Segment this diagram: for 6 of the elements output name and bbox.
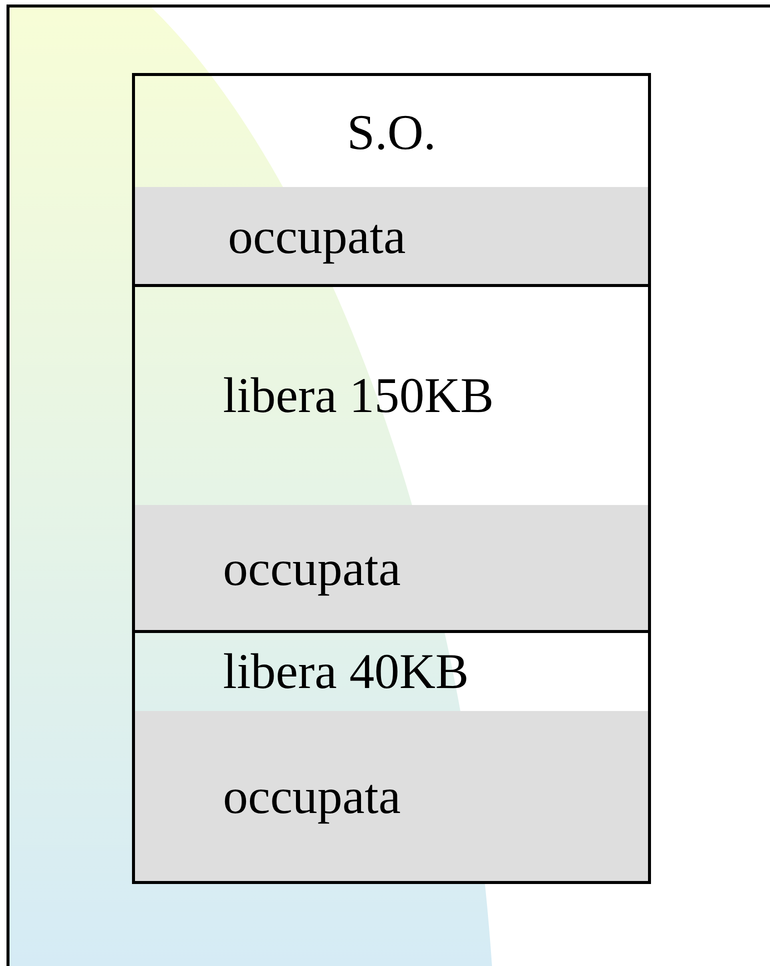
block-label: libera 150KB <box>223 370 494 420</box>
memory-block <box>132 711 651 884</box>
block-label: S.O. <box>347 106 436 156</box>
memory-block <box>132 505 651 633</box>
memory-block <box>132 187 651 287</box>
block-label: libera 40KB <box>223 646 469 696</box>
